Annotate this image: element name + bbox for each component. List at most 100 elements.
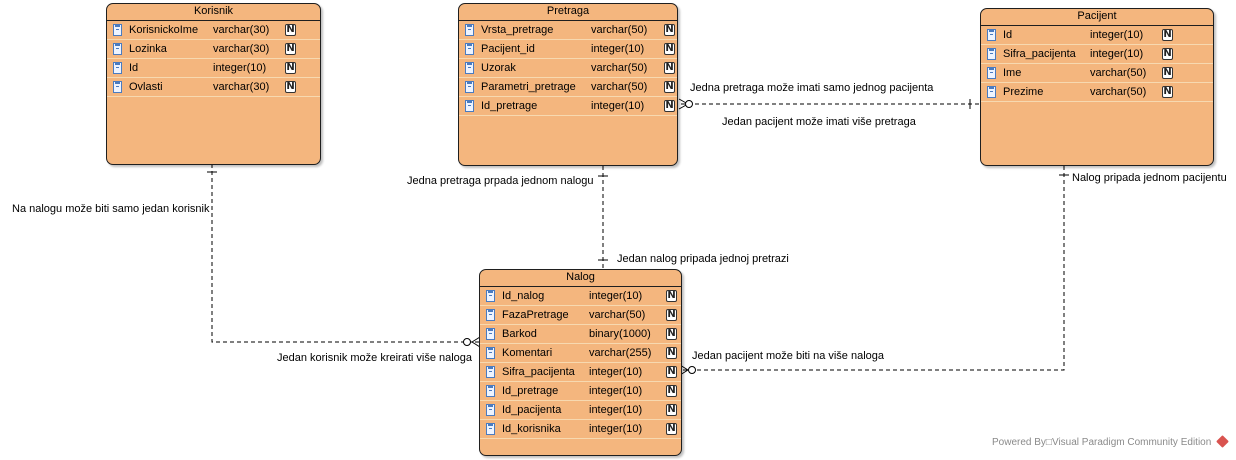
field-name: Id <box>129 62 139 74</box>
field-row[interactable]: KorisnickoIme varchar(30) N <box>107 21 320 40</box>
nullable-icon: N <box>666 366 677 378</box>
field-type: varchar(30) <box>213 24 270 36</box>
field-type: integer(10) <box>591 43 645 55</box>
field-type: varchar(50) <box>591 62 648 74</box>
field-type: varchar(50) <box>589 309 646 321</box>
nullable-icon: N <box>664 24 675 36</box>
field-name: Komentari <box>502 347 553 359</box>
field-type: binary(1000) <box>589 328 651 340</box>
field-row[interactable]: Pacijent_id integer(10) N <box>459 40 677 59</box>
field-list: KorisnickoIme varchar(30) N Lozinka varchar(… <box>107 21 320 97</box>
field-row[interactable]: Lozinka varchar(30) N <box>107 40 320 59</box>
zero-marker-nalog-right <box>688 366 696 374</box>
nullable-icon: N <box>285 24 296 36</box>
field-row[interactable]: Vrsta_pretrage varchar(50) N <box>459 21 677 40</box>
nullable-icon: N <box>285 43 296 55</box>
label-pretraga-nalog-top: Jedna pretraga prpada jednom nalogu <box>407 175 594 187</box>
field-type: integer(10) <box>213 62 267 74</box>
field-name: Prezime <box>1003 86 1044 98</box>
nullable-icon: N <box>666 328 677 340</box>
nullable-icon: N <box>666 385 677 397</box>
field-name: FazaPretrage <box>502 309 569 321</box>
field-name: Pacijent_id <box>481 43 535 55</box>
entity-title: Nalog <box>480 270 681 287</box>
field-type: integer(10) <box>589 366 643 378</box>
column-icon <box>486 328 495 340</box>
field-row[interactable]: Ovlasti varchar(30) N <box>107 78 320 97</box>
column-icon <box>486 423 495 435</box>
nullable-icon: N <box>664 43 675 55</box>
connector-pacijent-nalog <box>681 166 1065 371</box>
nullable-icon: N <box>666 423 677 435</box>
label-pretraga-pacijent-bottom: Jedan pacijent može imati više pretraga <box>722 116 916 128</box>
field-row[interactable]: FazaPretrage varchar(50) N <box>480 306 681 325</box>
powered-by-footer: Powered By□Visual Paradigm Community Edi… <box>992 437 1212 448</box>
field-name: Id_korisnika <box>502 423 561 435</box>
entity-title: Pacijent <box>981 9 1213 26</box>
column-icon <box>486 366 495 378</box>
nullable-icon: N <box>1162 29 1173 41</box>
nullable-icon: N <box>666 290 677 302</box>
field-row[interactable]: Id_korisnika integer(10) N <box>480 420 681 439</box>
column-icon <box>113 81 122 93</box>
nullable-icon: N <box>1162 67 1173 79</box>
field-type: integer(10) <box>1090 29 1144 41</box>
field-type: varchar(30) <box>213 43 270 55</box>
nullable-icon: N <box>666 309 677 321</box>
label-pacijent-nalog-bottom: Jedan pacijent može biti na više naloga <box>692 350 885 362</box>
field-row[interactable]: Parametri_pretrage varchar(50) N <box>459 78 677 97</box>
column-icon <box>486 290 495 302</box>
column-icon <box>113 24 122 36</box>
entity-title: Pretraga <box>459 4 677 21</box>
field-name: Vrsta_pretrage <box>481 24 554 36</box>
column-icon <box>486 404 495 416</box>
crowfoot-nalog-left-a <box>471 336 481 343</box>
field-name: Id_nalog <box>502 290 545 302</box>
field-type: varchar(255) <box>589 347 652 359</box>
nullable-icon: N <box>664 81 675 93</box>
field-type: integer(10) <box>589 423 643 435</box>
field-name: Ovlasti <box>129 81 163 93</box>
zero-marker-nalog-left <box>463 338 471 346</box>
column-icon <box>465 81 474 93</box>
field-name: KorisnickoIme <box>129 24 199 36</box>
field-type: integer(10) <box>591 100 645 112</box>
entity-title: Korisnik <box>107 4 320 21</box>
field-type: varchar(50) <box>1090 67 1147 79</box>
column-icon <box>465 43 474 55</box>
field-name: Sifra_pacijenta <box>1003 48 1076 60</box>
field-name: Parametri_pretrage <box>481 81 576 93</box>
connector-korisnik-nalog <box>211 164 480 343</box>
field-name: Id_pacijenta <box>502 404 562 416</box>
field-name: Id_pretrage <box>481 100 538 112</box>
column-icon <box>113 43 122 55</box>
field-type: varchar(30) <box>213 81 270 93</box>
field-name: Id_pretrage <box>502 385 559 397</box>
nullable-icon: N <box>285 81 296 93</box>
field-row[interactable]: Id integer(10) N <box>981 26 1213 45</box>
field-name: Id <box>1003 29 1013 41</box>
field-name: Uzorak <box>481 62 516 74</box>
field-type: varchar(50) <box>591 81 648 93</box>
field-type: varchar(50) <box>591 24 648 36</box>
field-name: Lozinka <box>129 43 167 55</box>
